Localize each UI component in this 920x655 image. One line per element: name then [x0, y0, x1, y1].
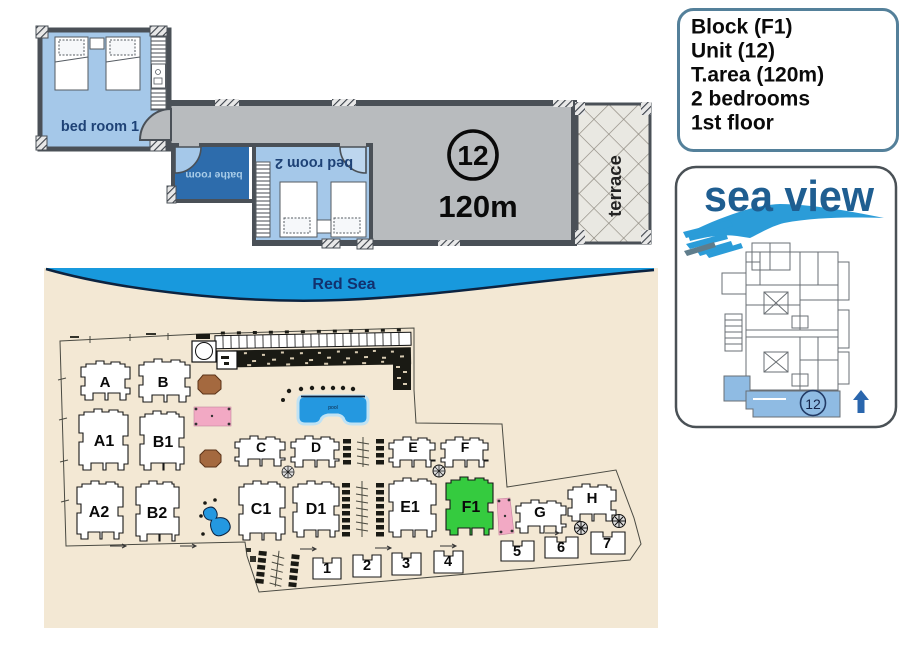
svg-text:4: 4 — [444, 554, 452, 570]
svg-text:F: F — [461, 439, 470, 455]
svg-text:D: D — [311, 439, 321, 455]
svg-text:C1: C1 — [251, 501, 272, 518]
svg-text:B1: B1 — [153, 434, 174, 451]
svg-text:sea view: sea view — [704, 172, 875, 221]
svg-text:A1: A1 — [94, 433, 115, 450]
svg-text:G: G — [534, 504, 546, 521]
svg-text:B: B — [158, 374, 169, 391]
svg-text:3: 3 — [402, 556, 410, 572]
svg-text:F1: F1 — [462, 499, 481, 516]
svg-text:pool: pool — [328, 405, 337, 411]
svg-text:1: 1 — [323, 561, 331, 577]
svg-text:7: 7 — [603, 536, 611, 552]
svg-text:H: H — [587, 490, 598, 507]
svg-text:12: 12 — [805, 396, 821, 412]
svg-text:E1: E1 — [400, 499, 420, 516]
svg-text:terrace: terrace — [604, 155, 625, 217]
svg-text:bed room 1: bed room 1 — [61, 119, 139, 135]
svg-text:A2: A2 — [89, 504, 110, 521]
svg-text:A: A — [100, 374, 111, 391]
svg-text:2: 2 — [363, 558, 371, 574]
svg-text:bathe room: bathe room — [185, 169, 242, 181]
svg-text:D1: D1 — [306, 501, 327, 518]
svg-text:B2: B2 — [147, 505, 168, 522]
svg-text:120m: 120m — [438, 189, 517, 224]
svg-text:T.area (120m): T.area (120m) — [691, 64, 824, 87]
svg-text:2 bedrooms: 2 bedrooms — [691, 88, 810, 111]
svg-text:5: 5 — [513, 544, 521, 560]
svg-text:Block (F1): Block (F1) — [691, 16, 793, 39]
svg-text:6: 6 — [557, 540, 565, 556]
svg-text:E: E — [408, 439, 417, 455]
svg-text:bed room 2: bed room 2 — [275, 155, 353, 171]
svg-text:C: C — [256, 439, 266, 455]
svg-text:Unit (12): Unit (12) — [691, 40, 775, 63]
svg-text:Red Sea: Red Sea — [312, 276, 375, 293]
svg-text:12: 12 — [457, 140, 488, 171]
svg-text:1st floor: 1st floor — [691, 112, 774, 135]
